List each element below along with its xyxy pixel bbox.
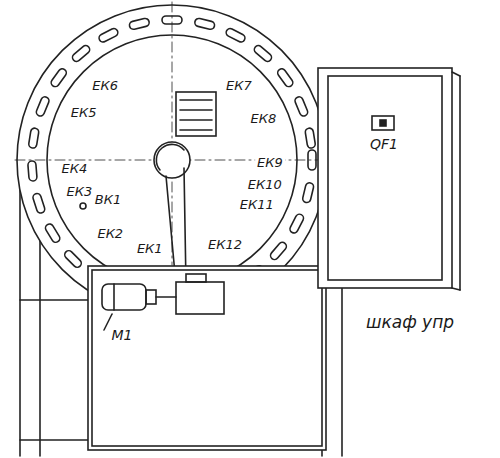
limit-switch-mark [80,203,86,209]
cam-slot [32,193,46,214]
switch-label: ЕК9 [255,156,285,170]
bracket-rung [180,109,212,111]
frame-leg [19,175,21,456]
switch-label: ЕК6 [90,79,120,93]
cam-slot [63,249,83,269]
cam-slot [253,44,273,63]
motor-rib [113,284,115,310]
cam-slot [302,182,314,203]
cam-slot [305,128,316,149]
cam-slot [194,18,215,30]
switch-label: ЕК8 [248,112,278,126]
cam-slot [50,67,68,88]
switch-label: ЕК7 [224,79,254,93]
gearbox [176,282,224,314]
cabinet-label: шкаф упр [364,313,456,332]
motor-coupling [146,290,156,304]
cam-slot [35,96,50,118]
motor-body [102,284,146,310]
frame-bar [20,439,88,441]
cam-slot [28,128,39,149]
base-box-inner [92,270,322,446]
switch-label: ЕК2 [95,226,125,240]
hub-bracket [176,92,216,136]
control-cabinet [318,68,452,288]
cam-slot [225,27,246,43]
cam-slot [294,96,309,118]
limit-switch-label: ВК1 [93,193,123,207]
cam-slot [71,44,91,63]
switch-label: ЕК4 [60,161,90,175]
cabinet-door [328,76,442,280]
gearbox-pulley [186,274,206,282]
cam-slot [269,241,288,261]
switch-label: ЕК11 [238,198,276,212]
frame-bar [20,299,88,301]
switch-label: ЕК1 [135,242,165,256]
cabinet-side [459,76,461,290]
cam-slot [44,223,61,244]
switch-label: ЕК3 [64,185,94,199]
cabinet-side [452,72,460,76]
switch-label: ЕК12 [206,238,244,252]
breaker-symbol [372,116,394,130]
cam-slot [129,18,150,30]
base-box [88,266,326,450]
cam-slot [98,27,119,43]
bracket-rung [180,129,212,131]
motor-label: М1 [110,328,135,343]
axis-line [172,2,173,265]
cam-slot [276,67,294,88]
hub-arc [156,144,184,170]
cabinet-side [452,288,460,290]
cam-slot [289,213,305,234]
breaker-handle [380,120,386,126]
breaker-label: QF1 [368,137,400,152]
switch-label: ЕК5 [69,106,99,120]
motor-shaft [156,296,176,298]
switch-label: ЕК10 [246,178,284,192]
cam-slot [28,161,38,182]
bracket-rung [180,99,212,101]
bracket-rung [180,119,212,121]
